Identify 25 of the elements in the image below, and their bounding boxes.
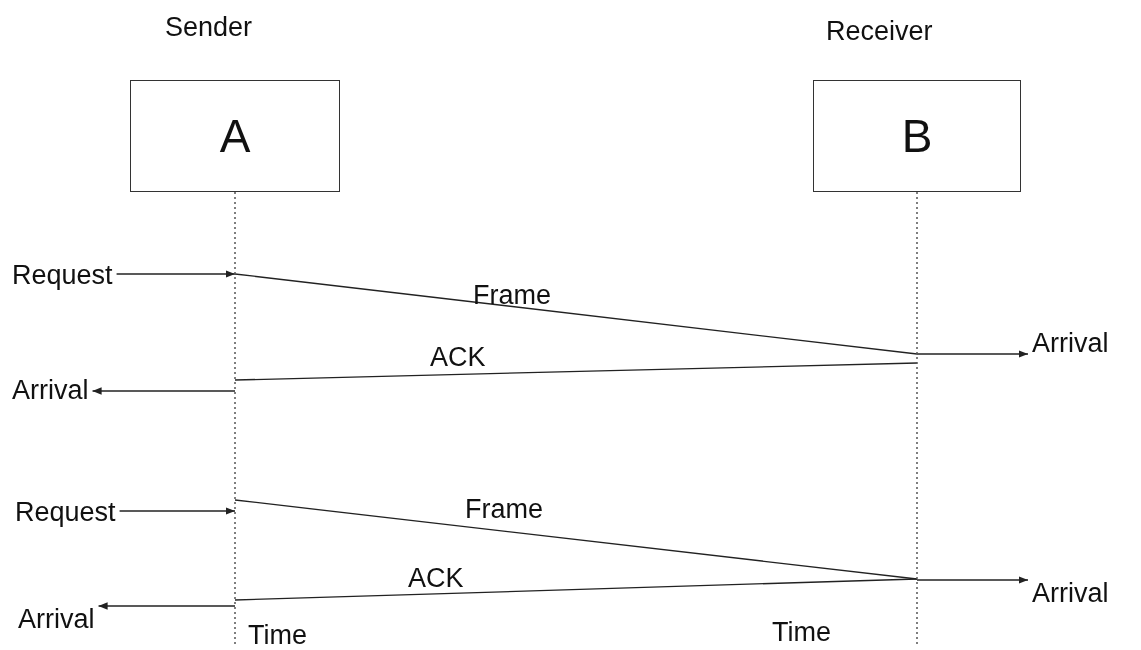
arrow [97,602,236,610]
arrow [916,576,1029,584]
event-text: Arrival [18,606,95,633]
event-text: Arrival [1032,580,1109,607]
event-text: Arrival [12,377,89,404]
event-text: Request [15,499,116,526]
arrow [916,350,1029,358]
arrow [118,507,236,515]
message-line [234,362,918,381]
arrow [115,270,236,278]
message-line [234,578,918,601]
participant-heading: Receiver [826,18,933,45]
time-axis-label: Time [248,622,307,649]
edge-label: Frame [473,282,551,309]
edge-label: Frame [465,496,543,523]
arrow [91,387,236,395]
message-line [234,273,918,355]
event-text: Request [12,262,113,289]
time-axis-label: Time [772,619,831,646]
edge-label: ACK [408,565,464,592]
edge-label: ACK [430,344,486,371]
participant-heading: Sender [165,14,253,41]
event-text: Arrival [1032,330,1109,357]
participant-box: A [130,80,340,192]
participant-box: B [813,80,1021,192]
